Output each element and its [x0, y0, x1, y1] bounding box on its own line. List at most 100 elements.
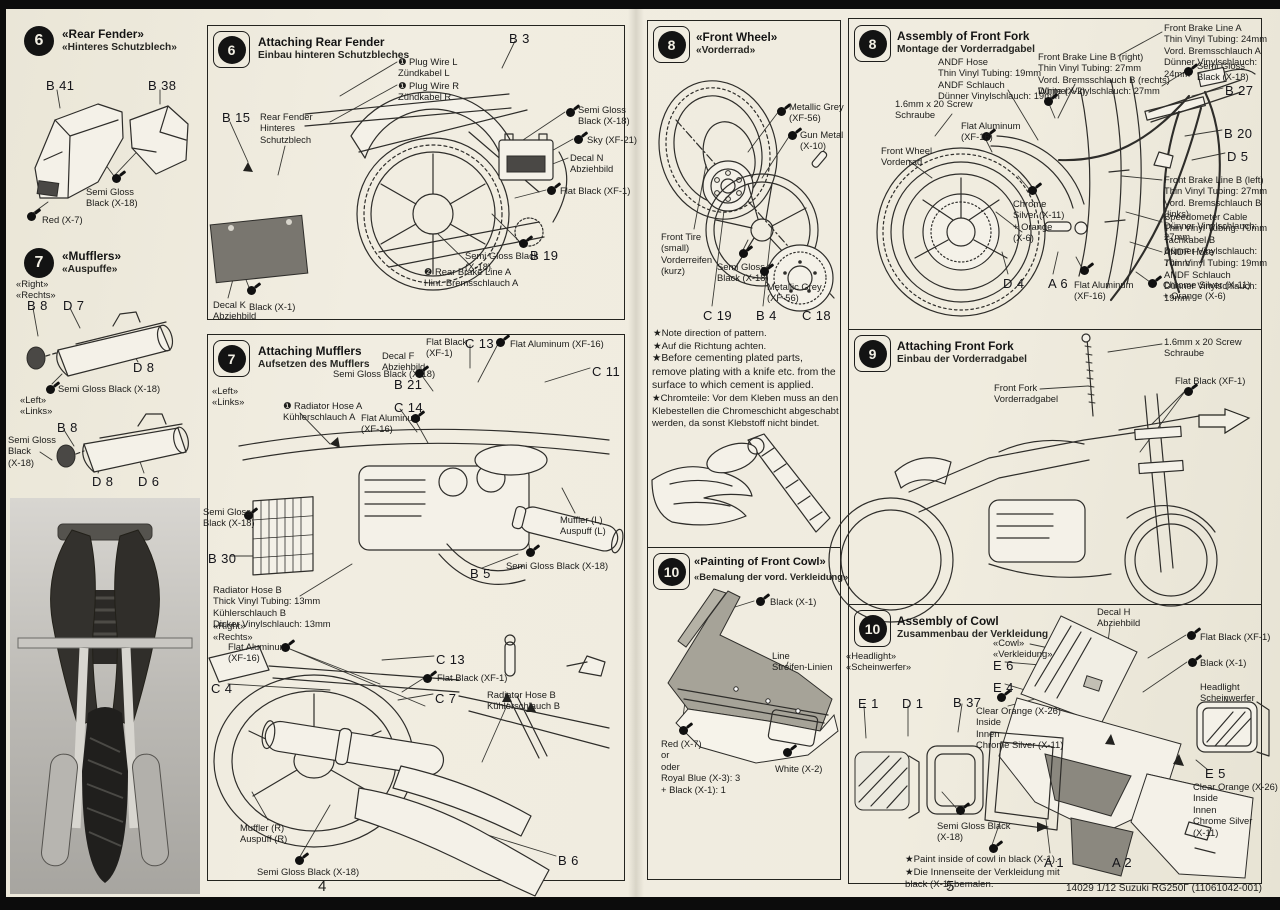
tubing-callout: Radiator Hose B Kühlerschlauch B	[487, 689, 560, 712]
note-plated-parts-en: ★Before cementing plated parts, remove p…	[652, 353, 836, 392]
paint-callout: Flat Black (XF-1)	[437, 672, 508, 683]
muffler-right-drawing	[26, 311, 174, 377]
paint-callout: Red (X-7) or oder Royal Blue (X-3): 3 + …	[661, 738, 741, 795]
part-label: C 18	[802, 308, 832, 323]
paint-callout: Gun Metal (X-10)	[800, 129, 844, 152]
part-label: B 19	[530, 248, 559, 263]
page-number-right: 5	[946, 878, 955, 895]
tubing-callout: ANDF Hose Thin Vinyl Tubing: 19mm ANDF S…	[1164, 246, 1268, 303]
decal-callout: Decal N Abziehbild	[570, 152, 614, 175]
part-label: C 13	[465, 336, 495, 351]
paint-dot	[788, 131, 797, 140]
step-badge-front-wheel: 8	[653, 26, 690, 63]
paint-callout: Semi Gloss Black (X-18)	[8, 434, 56, 468]
paint-dot	[956, 806, 965, 815]
step-badge-paint-cowl: 10	[653, 553, 690, 590]
step-badge-cowl: 10	[854, 610, 891, 647]
paint-dot	[1028, 186, 1037, 195]
paint-callout: Flat Aluminum (XF-16)	[1074, 279, 1134, 302]
paint-callout: Semi Gloss Black (X-18)	[1197, 60, 1249, 83]
part-label: B 4	[756, 308, 777, 323]
paint-dot	[989, 844, 998, 853]
paint-callout: Semi Gloss Black (X-18)	[257, 866, 360, 877]
paint-dot	[244, 511, 253, 520]
paint-dot	[519, 239, 528, 248]
divider-fork-8-9	[848, 329, 1262, 331]
title-attach-rear-fender: Attaching Rear Fender	[258, 35, 385, 49]
paint-dot	[27, 212, 36, 221]
muffler-left-drawing	[56, 413, 189, 473]
paint-callout: Semi Gloss Black (X-18)	[465, 250, 539, 273]
part-label: C 4	[211, 681, 233, 696]
paint-dot	[281, 643, 290, 652]
part-name-callout: Muffler (R) Auspuff (R)	[240, 822, 288, 845]
paint-callout: Semi Gloss Black (X-18)	[203, 506, 255, 529]
decal-callout: Decal F Abziehbild	[382, 350, 426, 373]
orientation-label: «Left» «Links»	[20, 394, 53, 417]
part-label: B 38	[148, 78, 177, 93]
paint-callout: Flat Aluminum (XF-16)	[361, 412, 421, 435]
subtitle-front-wheel: «Vorderrad»	[696, 45, 756, 56]
box-right-column	[848, 18, 1262, 884]
paint-callout: Sky (XF-21)	[587, 134, 638, 145]
part-label: B 8	[57, 420, 78, 435]
assembly-callout: ❶ Radiator Hose A Kühlerschlauch A	[283, 400, 363, 423]
note-paint-inside-cowl: ★Paint inside of cowl in black (X-1). ★D…	[905, 854, 1060, 891]
paint-callout: White (X-2)	[775, 763, 823, 774]
page-gutter-shadow	[628, 9, 644, 897]
screw-callout: 1.6mm x 20 Screw Schraube	[1164, 336, 1242, 359]
paint-dot	[777, 107, 786, 116]
subtitle-rear-fender: «Hinteres Schutzblech»	[62, 42, 177, 53]
paint-callout: Semi Gloss Black (X-18)	[717, 261, 769, 284]
part-label: B 8	[27, 298, 48, 313]
paint-dot	[1080, 266, 1089, 275]
paint-callout: Chrome Silver (X-11) + Orange (X-6)	[1163, 279, 1251, 302]
part-label: B 27	[1225, 83, 1254, 98]
tubing-callout: Front Brake Line A Thin Vinyl Tubing: 24…	[1164, 22, 1268, 79]
tubing-callout: Radiator Hose B Thick Vinyl Tubing: 13mm…	[213, 584, 331, 630]
paint-dot	[1148, 279, 1157, 288]
part-name-callout: Rear Fender Hinteres Schutzblech	[260, 111, 313, 145]
paint-callout: Black (X-1)	[770, 596, 817, 607]
paint-dot	[423, 674, 432, 683]
part-name-callout: Front Tire (small) Vorderreifen (kurz)	[661, 231, 713, 277]
paint-callout: Flat Aluminum (XF-16)	[961, 120, 1021, 143]
tubing-callout: Speedometer Cable Thin Vinyl Tubing: 70m…	[1164, 211, 1268, 268]
screw-callout: 1.6mm x 20 Screw Schraube	[895, 98, 973, 121]
part-name-callout: «Headlight» «Scheinwerfer»	[846, 650, 912, 673]
front-cowl-paint-drawing	[667, 588, 839, 764]
title-mufflers: «Mufflers»	[62, 249, 122, 263]
paint-callout: Flat Black (XF-1)	[1175, 375, 1246, 386]
paint-dot	[679, 726, 688, 735]
paint-callout: Flat Black (XF-1)	[426, 336, 468, 359]
paint-callout: Clear Orange (X-26) Inside Innen Chrome …	[976, 705, 1064, 751]
part-label: B 6	[558, 853, 579, 868]
part-label: A 6	[1048, 276, 1068, 291]
part-label: A 1	[1044, 855, 1064, 870]
decal-callout: Decal K Abziehbild	[213, 299, 257, 322]
part-label: E 4	[993, 680, 1014, 695]
step-badge-mufflers: 7	[24, 248, 54, 278]
orientation-label: «Right» «Rechts»	[213, 620, 253, 643]
paint-dot	[112, 174, 121, 183]
part-label: B 30	[208, 551, 237, 566]
paint-dot	[496, 338, 505, 347]
subtitle-attach-fork: Einbau der Vorderradgabel	[897, 354, 1028, 365]
part-label: D 8	[92, 474, 114, 489]
paint-callout: Flat Black (XF-1)	[1200, 631, 1271, 642]
subtitle-front-fork: Montage der Vorderradgabel	[897, 44, 1035, 55]
paint-dot	[739, 249, 748, 258]
note-plated-parts-de: ★Chromteile: Vor dem Kleben muss an den …	[652, 393, 839, 430]
title-rear-fender: «Rear Fender»	[62, 27, 144, 41]
paint-dot	[760, 267, 769, 276]
orientation-label: «Left» «Links»	[212, 385, 245, 408]
paint-dot	[1184, 67, 1193, 76]
paint-callout: Chrome Silver (X-11) + Orange (X-6)	[1013, 198, 1065, 244]
subtitle-cowl: Zusammenbau der Verkleidung	[897, 629, 1049, 640]
part-label: B 5	[470, 566, 491, 581]
assembly-callout: ❶ Plug Wire R Zündkabel R	[398, 80, 460, 103]
page-number-left: 4	[318, 878, 327, 895]
front-fork-assembly-drawing	[876, 66, 1256, 317]
part-label: D 6	[138, 474, 160, 489]
